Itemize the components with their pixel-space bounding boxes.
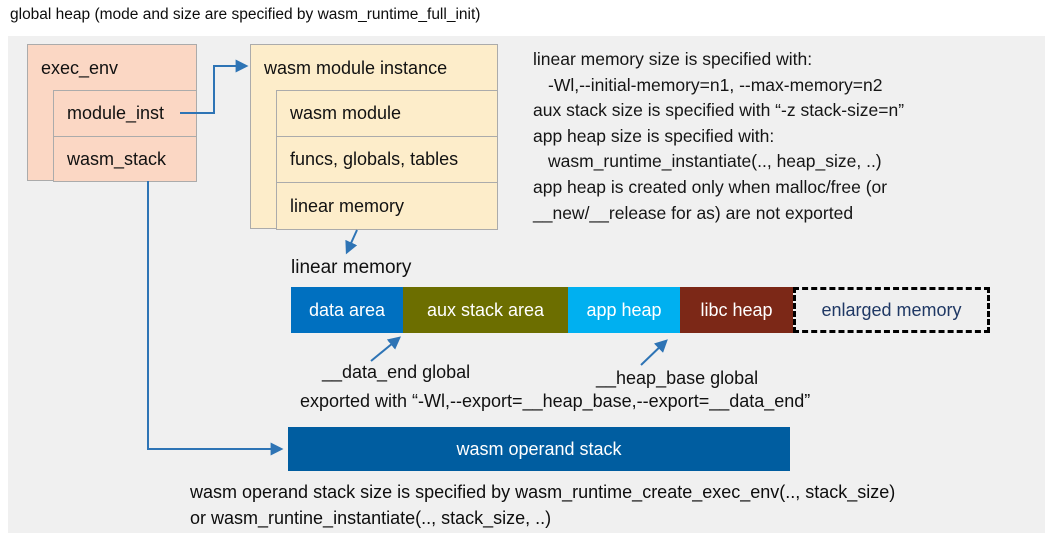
linear-memory-label: linear memory (291, 257, 412, 278)
exec-env-label: exec_env (41, 58, 119, 78)
note-line: __new/__release for as) are not exported (533, 202, 854, 223)
exported-flags-label: exported with “-Wl,--export=__heap_base,… (300, 391, 811, 411)
segment-data-area: data area (291, 287, 403, 333)
segment-app-heap: app heap (568, 287, 680, 333)
notes-block: linear memory size is specified with: -W… (533, 47, 1038, 226)
segment-enlarged-memory: enlarged memory (793, 287, 990, 333)
exec-env-box: exec_env module_inst wasm_stack (27, 44, 197, 182)
note-line: app heap size is specified with: (533, 125, 775, 146)
heap-base-global-label: __heap_base global (596, 368, 759, 388)
note-line: app heap is created only when malloc/fre… (533, 176, 888, 197)
wasm-module-instance-label: wasm module instance (264, 58, 448, 78)
wasm-stack-box: wasm_stack (53, 136, 197, 182)
segment-libc-heap: libc heap (680, 287, 793, 333)
data-end-global-label: __data_end global (322, 362, 471, 382)
wasm-operand-stack-bar: wasm operand stack (288, 427, 790, 471)
wasm-module-instance-box: wasm module instance wasm module funcs, … (250, 44, 498, 230)
footer-line: or wasm_runtine_instantiate(.., stack_si… (190, 508, 552, 528)
footer-notes: wasm operand stack size is specified by … (190, 479, 895, 531)
note-line: -Wl,--initial-memory=n1, --max-memory=n2 (548, 74, 883, 95)
note-line: wasm_runtime_instantiate(.., heap_size, … (548, 151, 882, 172)
segment-aux-stack-area: aux stack area (403, 287, 568, 333)
module-inst-box: module_inst (53, 90, 197, 137)
linear-memory-box: linear memory (276, 182, 498, 230)
wasm-module-box: wasm module (276, 90, 498, 137)
footer-line: wasm operand stack size is specified by … (190, 482, 896, 502)
funcs-globals-tables-box: funcs, globals, tables (276, 136, 498, 183)
note-line: linear memory size is specified with: (533, 49, 813, 69)
note-line: aux stack size is specified with “-z sta… (533, 100, 905, 121)
linear-memory-bar: data area aux stack area app heap libc h… (291, 287, 990, 333)
diagram-title: global heap (mode and size are specified… (10, 6, 481, 23)
